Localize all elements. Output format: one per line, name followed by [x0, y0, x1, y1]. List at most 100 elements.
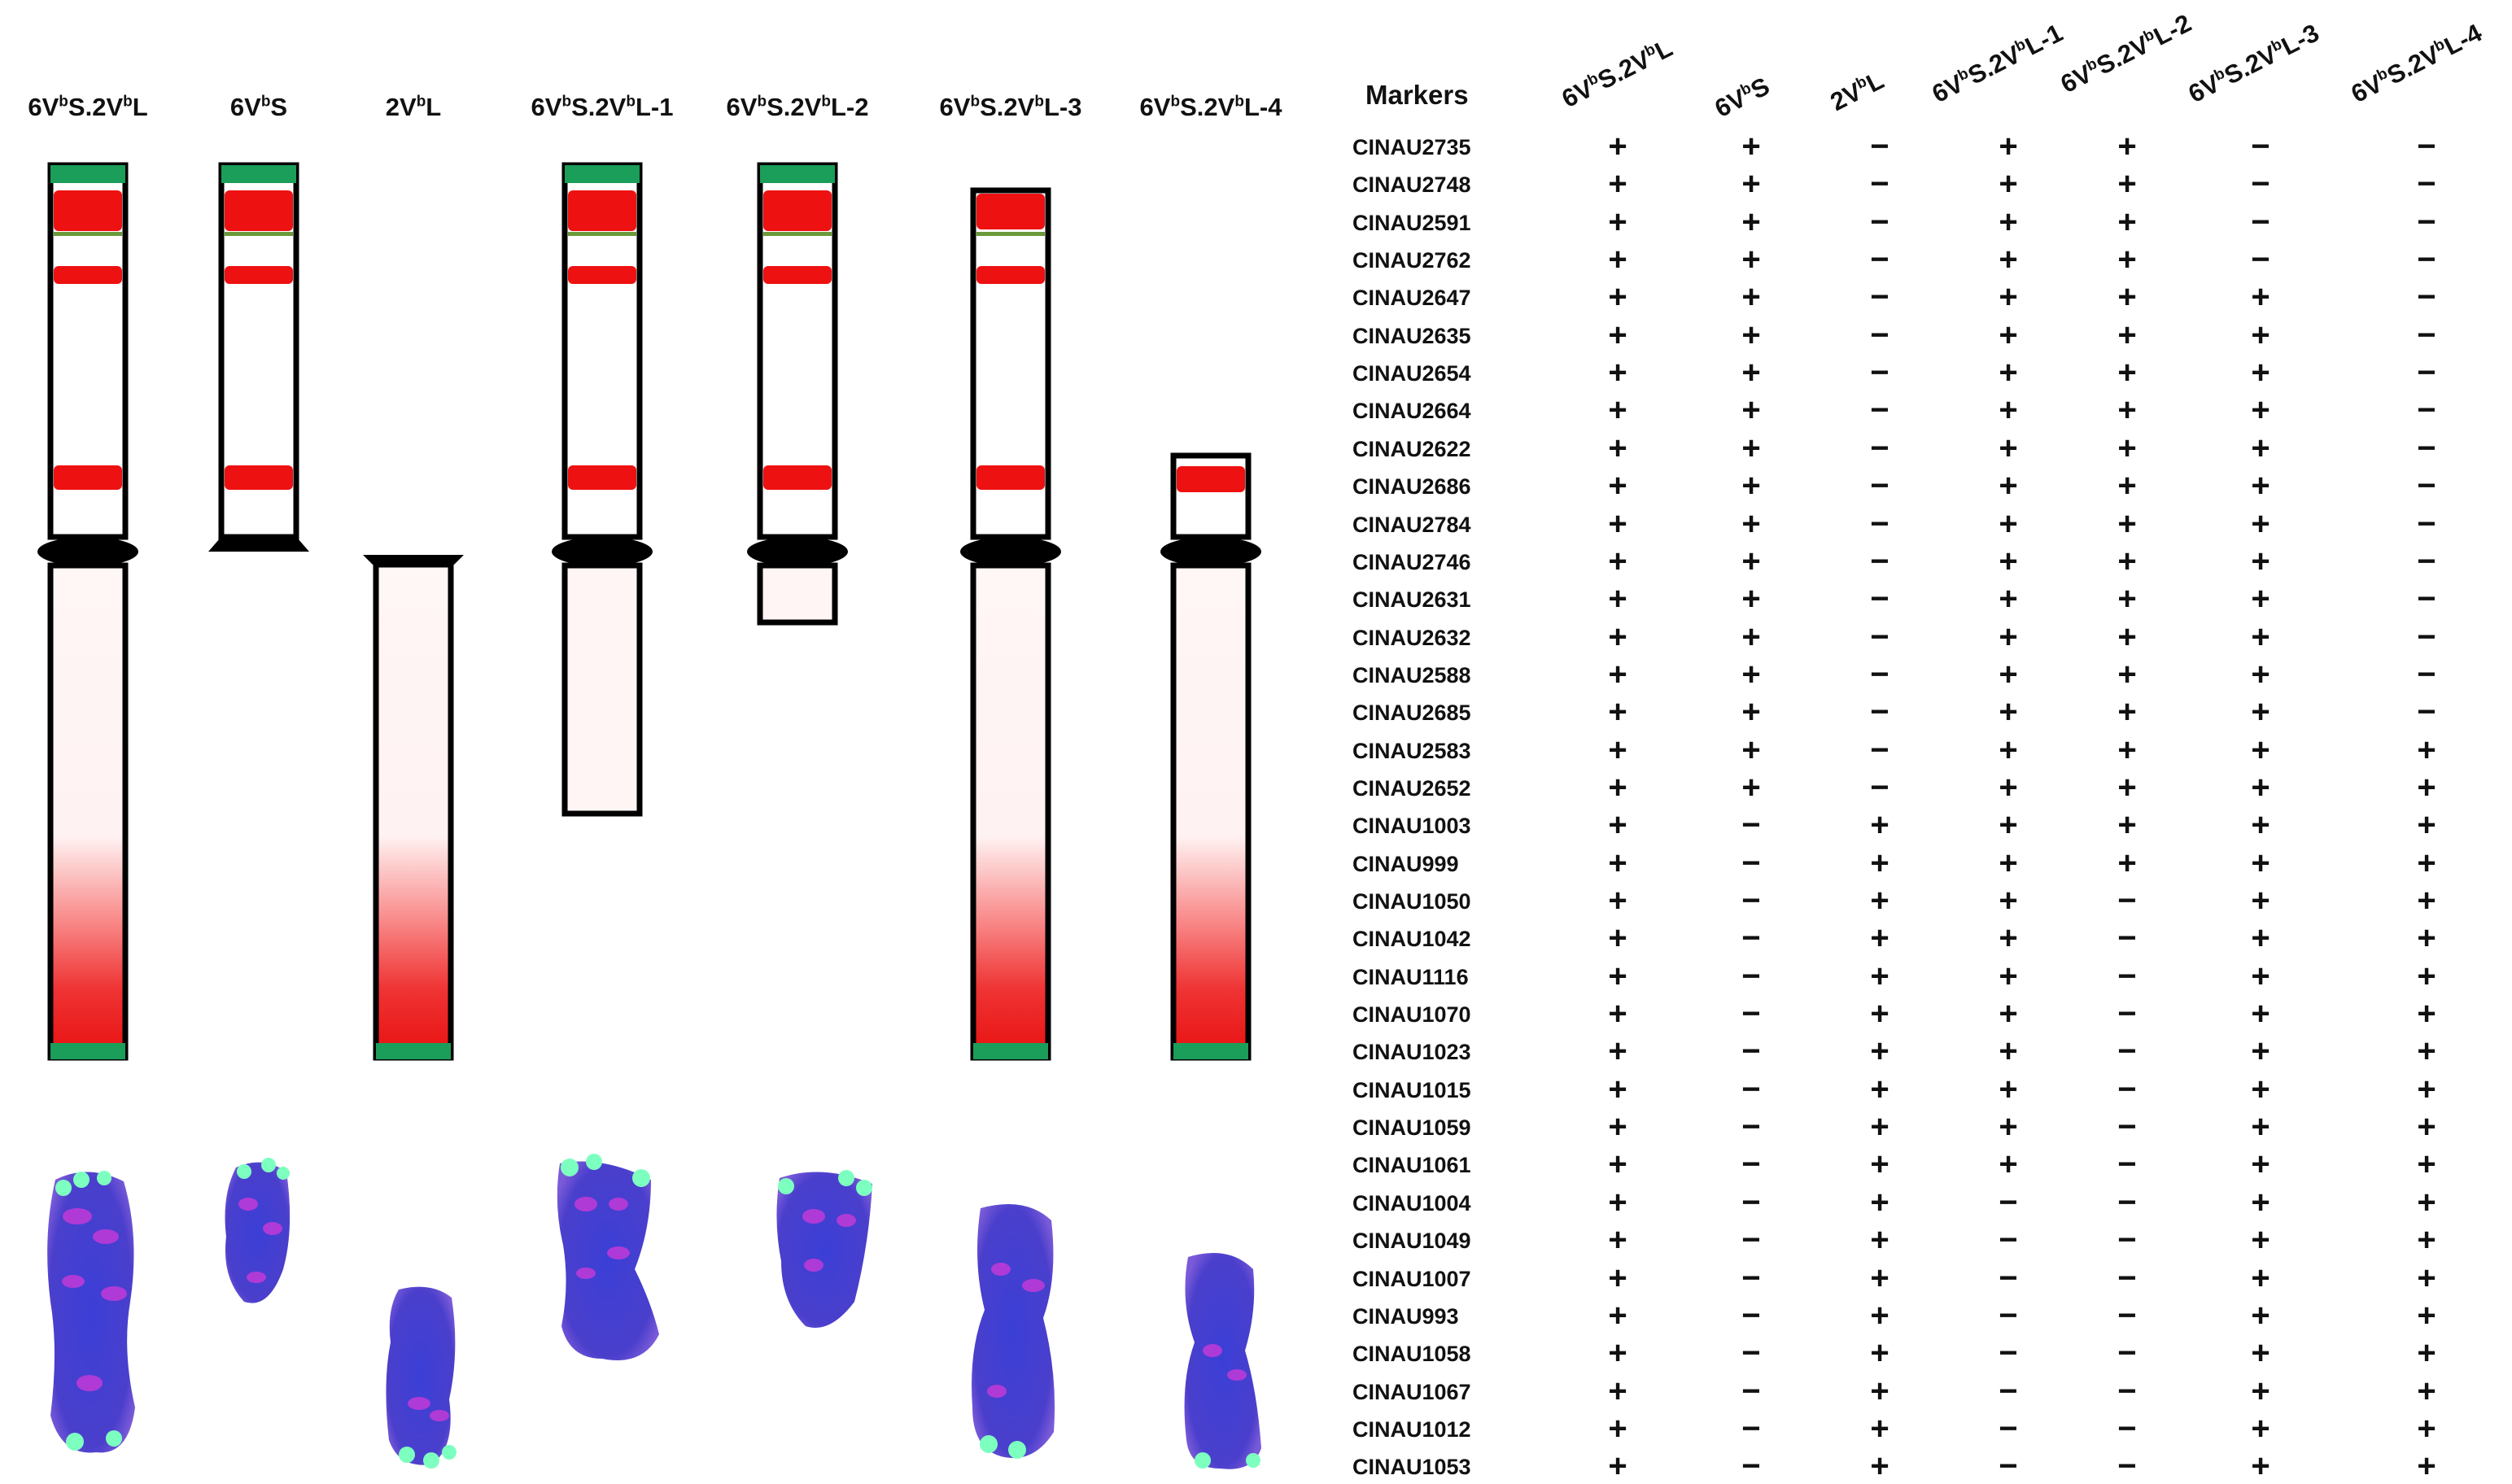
absence-mark: − — [2117, 1297, 2137, 1333]
presence-mark: + — [2251, 1297, 2270, 1333]
presence-mark: + — [1741, 731, 1761, 768]
presence-mark: + — [1870, 1410, 1889, 1447]
presence-mark: + — [1608, 279, 1627, 316]
green-line — [568, 232, 636, 236]
presence-mark: + — [1741, 129, 1761, 164]
presence-mark: + — [1608, 166, 1627, 203]
presence-mark: + — [2117, 316, 2137, 353]
presence-mark: + — [1608, 618, 1627, 655]
absence-mark: − — [2117, 1410, 2137, 1447]
marker-name: CINAU1015 — [1352, 1077, 1471, 1102]
presence-mark: + — [1741, 769, 1761, 805]
presence-mark: + — [2117, 581, 2137, 618]
presence-mark: + — [1608, 543, 1627, 579]
presence-mark: + — [2251, 694, 2270, 731]
absence-mark: − — [1870, 355, 1889, 391]
presence-mark: + — [1999, 618, 2018, 655]
presence-mark: + — [1870, 883, 1889, 919]
presence-mark: + — [2251, 355, 2270, 391]
marker-name: CINAU1050 — [1352, 889, 1471, 914]
presence-mark: + — [2117, 694, 2137, 731]
absence-mark: − — [2251, 203, 2270, 240]
red-band — [54, 266, 122, 284]
marker-name: CINAU1042 — [1352, 927, 1471, 952]
red-band — [225, 465, 293, 490]
presence-mark: + — [1608, 129, 1627, 164]
chromosome-label: 6VbS.2VbL-2 — [726, 93, 869, 121]
absence-mark: − — [1741, 845, 1761, 881]
presence-mark: + — [1741, 505, 1761, 542]
presence-mark: + — [1870, 1222, 1889, 1259]
presence-mark: + — [1608, 1448, 1627, 1484]
presence-mark: + — [2251, 1448, 2270, 1484]
presence-mark: + — [2117, 656, 2137, 692]
presence-mark: + — [1608, 807, 1627, 844]
chromosome-label: 6VbS.2VbL-1 — [531, 93, 674, 121]
presence-mark: + — [1608, 656, 1627, 692]
presence-mark: + — [2251, 996, 2270, 1032]
absence-mark: − — [1999, 1448, 2018, 1484]
presence-mark: + — [1999, 279, 2018, 316]
absence-mark: − — [1870, 166, 1889, 203]
fish-signal-green — [1195, 1452, 1211, 1469]
centromere — [960, 537, 1061, 566]
absence-mark: − — [1999, 1297, 2018, 1333]
presence-mark: + — [2417, 1259, 2436, 1296]
fish-chromosome — [225, 1162, 291, 1303]
absence-mark: − — [1741, 1071, 1761, 1107]
presence-mark: + — [2117, 242, 2137, 278]
absence-mark: − — [1870, 581, 1889, 618]
absence-mark: − — [2117, 1071, 2137, 1107]
presence-mark: + — [2251, 430, 2270, 466]
fish-signal-green — [838, 1170, 854, 1186]
presence-mark: + — [2417, 1146, 2436, 1183]
absence-mark: − — [2417, 468, 2436, 504]
fish-signal-green — [261, 1158, 276, 1172]
presence-mark: + — [1999, 807, 2018, 844]
fish-signal-magenta — [802, 1209, 825, 1224]
presence-mark: + — [2417, 996, 2436, 1032]
absence-mark: − — [1999, 1335, 2018, 1372]
presence-mark: + — [2251, 316, 2270, 353]
fish-signal-magenta — [1022, 1279, 1045, 1292]
presence-mark: + — [1741, 316, 1761, 353]
presence-mark: + — [1870, 1184, 1889, 1220]
presence-mark: + — [1870, 1146, 1889, 1183]
presence-mark: + — [2117, 468, 2137, 504]
presence-mark: + — [1608, 1410, 1627, 1447]
absence-mark: − — [1999, 1222, 2018, 1259]
fish-signal-magenta — [607, 1246, 630, 1259]
absence-mark: − — [2417, 279, 2436, 316]
fish-signal-green — [1246, 1453, 1260, 1468]
presence-mark: + — [1999, 316, 2018, 353]
absence-mark: − — [1741, 1373, 1761, 1409]
presence-mark: + — [1870, 1297, 1889, 1333]
marker-name: CINAU2647 — [1352, 286, 1471, 311]
presence-mark: + — [2417, 1448, 2436, 1484]
absence-mark: − — [2417, 694, 2436, 731]
presence-mark: + — [2251, 505, 2270, 542]
presence-mark: + — [2417, 807, 2436, 844]
presence-mark: + — [1608, 1222, 1627, 1259]
presence-mark: + — [1999, 430, 2018, 466]
fish-signal-magenta — [609, 1198, 628, 1211]
marker-name: CINAU1070 — [1352, 1002, 1471, 1028]
fish-signal-magenta — [1227, 1369, 1247, 1381]
absence-mark: − — [1870, 656, 1889, 692]
presence-mark: + — [1608, 1033, 1627, 1070]
presence-mark: + — [2417, 1410, 2436, 1447]
presence-mark: + — [1608, 468, 1627, 504]
presence-mark: + — [2117, 355, 2137, 391]
fish-signal-green — [73, 1172, 90, 1188]
table-column-header: 6VbS — [1710, 72, 1775, 124]
marker-name: CINAU2664 — [1352, 399, 1471, 424]
red-band — [1177, 466, 1245, 492]
presence-mark: + — [1741, 166, 1761, 203]
absence-mark: − — [2417, 430, 2436, 466]
marker-name: CINAU2635 — [1352, 323, 1471, 348]
fish-chromosome — [972, 1204, 1055, 1458]
presence-mark: + — [1870, 1071, 1889, 1107]
absence-mark: − — [2251, 166, 2270, 203]
presence-mark: + — [2417, 920, 2436, 957]
